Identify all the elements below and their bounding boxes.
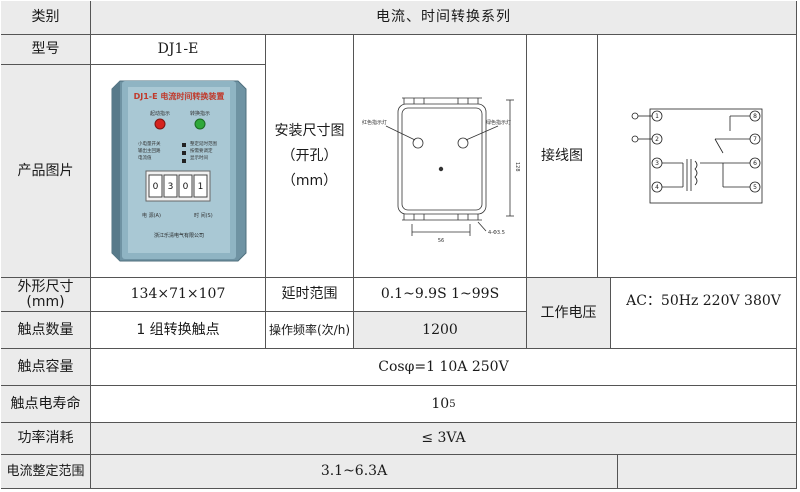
wiring-diagram: 1 2 3 4 8 7 6 5 [631,108,762,204]
power-value: ≤ 3VA [91,423,797,455]
callout-green: 绿色指示灯 [486,119,511,126]
digit-1: 3 [168,182,174,192]
dim-height: 128 [514,162,520,172]
green-indicator-icon [194,118,206,130]
maker-label: 浙江乐清电气有限公司 [154,232,204,239]
mount-label-line2: （开孔） [281,147,338,164]
wiring-diagram-cell: 1 2 3 4 8 7 6 5 [598,35,797,278]
dims-label-line1: 外形尺寸 [17,278,74,295]
delay-label: 延时范围 [266,278,354,312]
indicator-right-label: 转换指示 [190,110,210,117]
contacts-value: 1 组转换触点 [91,312,266,349]
freq-value: 1200 [354,312,527,349]
wiring-terminal-2: 2 [655,136,659,143]
dim-hole: 4-Φ3.5 [488,230,505,236]
red-indicator-icon [154,118,166,130]
wiring-terminal-6: 6 [753,160,757,167]
mounting-diagram: 红色指示灯 绿色指示灯 128 56 4-Φ3.5 [362,97,520,244]
wiring-terminal-4: 4 [655,184,659,191]
model-value: DJ1-E [91,35,266,65]
range-empty-cell [618,455,797,489]
life-exp: 5 [449,398,456,410]
terminal-right-label: 时 间(S) [194,212,213,219]
digit-3: 1 [198,182,204,192]
callout-red: 红色指示灯 [362,119,387,126]
mount-label-line1: 安装尺寸图 [274,122,345,139]
range-value: 3.1~6.3A [91,455,618,489]
wiring-terminal-5: 5 [753,184,757,191]
dims-label: 外形尺寸 (mm) [1,278,91,312]
voltage-value: AC：50Hz 220V 380V [611,278,797,349]
mount-drawing-cell: 红色指示灯 绿色指示灯 128 56 4-Φ3.5 [354,35,527,278]
dims-value: 134×71×107 [91,278,266,312]
series-title: 电流、时间转换系列 [91,1,797,35]
life-label: 触点电寿命 [1,386,91,423]
mount-label-line3: （mm） [281,172,338,189]
panel-text-right: 整定延时范围按需要调定显示时间 [190,140,217,161]
digit-switches: 0 3 0 1 [145,170,211,202]
terminal-left-label: 电 源(A) [142,212,161,219]
digit-2: 0 [183,182,189,192]
power-label: 功率消耗 [1,423,91,455]
wiring-terminal-8: 8 [753,113,757,120]
mount-label: 安装尺寸图 （开孔） （mm） [266,35,354,278]
model-label: 型号 [1,35,91,65]
device-title: DJ1-E 电流时间转换装置 [134,91,225,101]
category-label: 类别 [1,1,91,35]
panel-text-left: 小电量开关输出主回路电流值 [138,140,161,161]
dims-label-line2: (mm) [26,293,65,310]
contacts-label: 触点数量 [1,312,91,349]
life-base: 10 [431,395,450,412]
freq-label: 操作频率(次/h) [266,312,354,349]
delay-value: 0.1~9.9S 1~99S [354,278,527,312]
product-photo: DJ1-E 电流时间转换装置 起动指示 转换指示 小电量开关输出主回路电流值 整… [111,80,247,262]
wiring-terminal-1: 1 [655,113,659,120]
capacity-value: Cosφ=1 10A 250V [91,349,797,386]
wiring-label: 接线图 [527,35,598,278]
dim-width: 56 [437,238,443,244]
wiring-terminal-3: 3 [655,160,659,167]
product-photo-cell: DJ1-E 电流时间转换装置 起动指示 转换指示 小电量开关输出主回路电流值 整… [91,65,266,278]
digit-0: 0 [153,182,159,192]
voltage-label: 工作电压 [527,278,611,349]
capacity-label: 触点容量 [1,349,91,386]
indicator-left-label: 起动指示 [150,110,170,117]
range-label: 电流整定范围 [1,455,91,489]
wiring-terminal-7: 7 [753,136,757,143]
photo-label: 产品图片 [1,65,91,278]
